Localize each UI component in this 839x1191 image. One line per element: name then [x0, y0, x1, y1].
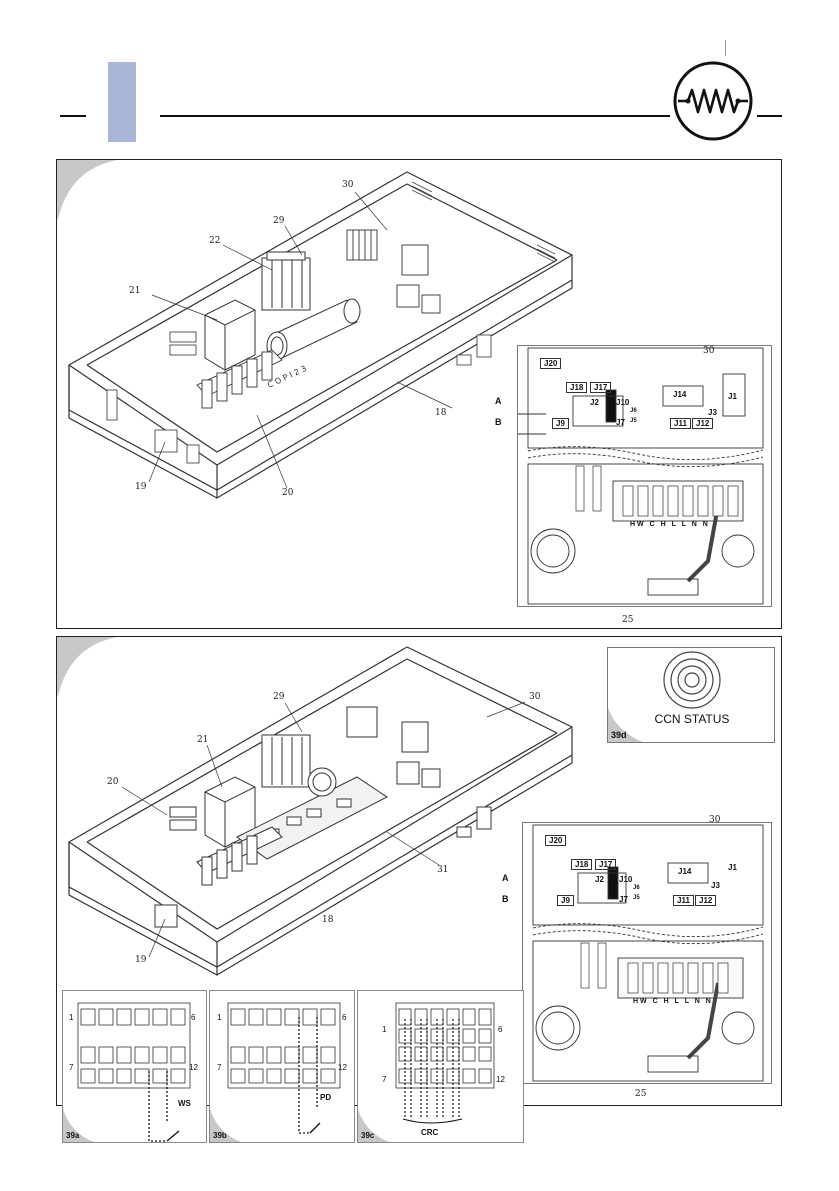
- conn-J9: J9: [557, 895, 574, 906]
- callout-30: 30: [529, 692, 540, 702]
- figure-top-panel: C O P I 2 3 30 29 22 21 18 19 20: [56, 159, 782, 629]
- wiring-inset-bottom: J20 J18 J17 J14 J2 J10 J1 J3 J9 J7 J11 J…: [522, 822, 772, 1084]
- conn-J18: J18: [571, 859, 592, 870]
- detail-tag: 39c: [361, 1131, 374, 1140]
- section-tab: [108, 62, 136, 142]
- wire-label-crc: CRC: [421, 1128, 438, 1137]
- detail-tag: 39a: [66, 1131, 79, 1140]
- conn-J14: J14: [678, 867, 691, 876]
- conn-J11: J11: [670, 418, 691, 429]
- detail-39c: 1 6 7 12 CRC 39c: [357, 990, 524, 1143]
- pin-label-6: 6: [191, 1013, 195, 1022]
- conn-J17: J17: [590, 382, 611, 393]
- inset-callout-30: 30: [703, 346, 714, 356]
- resistor-circle-icon: [672, 60, 754, 142]
- pin-label-7: 7: [69, 1063, 73, 1072]
- terminal-block-drawing: [63, 991, 207, 1143]
- conn-J3: J3: [708, 408, 717, 417]
- pin-label-12: 12: [189, 1063, 198, 1072]
- pin-label-6: 6: [498, 1025, 502, 1034]
- pin-label-12: 12: [496, 1075, 505, 1084]
- header-rule-right: [757, 115, 782, 117]
- conn-J6: J6: [633, 885, 640, 891]
- callout-19: 19: [135, 482, 146, 492]
- conn-J14: J14: [673, 390, 686, 399]
- callout-18: 18: [435, 408, 446, 418]
- conn-J17: J17: [595, 859, 616, 870]
- callout-29: 29: [273, 216, 284, 226]
- conn-J12: J12: [695, 895, 716, 906]
- terminal-block-drawing: [358, 991, 524, 1143]
- callout-25: 25: [635, 1089, 646, 1099]
- pin-label-1: 1: [382, 1025, 386, 1034]
- detail-39b: 1 6 7 12 PD 39b: [209, 990, 355, 1143]
- inset-side-label-B: B: [495, 417, 502, 427]
- pin-label-1: 1: [217, 1013, 221, 1022]
- conn-J11: J11: [673, 895, 694, 906]
- conn-J1: J1: [728, 863, 737, 872]
- conn-J20: J20: [545, 835, 566, 846]
- conn-J10: J10: [616, 398, 629, 407]
- conn-J12: J12: [692, 418, 713, 429]
- conn-J5: J5: [630, 418, 637, 424]
- terminal-block-drawing: [210, 991, 355, 1143]
- header-rule-left: [60, 115, 86, 117]
- conn-J2: J2: [590, 398, 599, 407]
- conn-J20: J20: [540, 358, 561, 369]
- conn-J3: J3: [711, 881, 720, 890]
- conn-J7: J7: [616, 418, 625, 427]
- header-tick: [725, 40, 726, 56]
- callout-21: 21: [197, 735, 208, 745]
- ccn-figure-tag: 39d: [611, 730, 627, 740]
- ccn-status-led-icon: [608, 648, 775, 743]
- pin-label-7: 7: [217, 1063, 221, 1072]
- conn-J18: J18: [566, 382, 587, 393]
- conn-J2: J2: [595, 875, 604, 884]
- inset-side-label-A: A: [502, 873, 509, 883]
- pin-label-7: 7: [382, 1075, 386, 1084]
- callout-20: 20: [107, 777, 118, 787]
- conn-J6: J6: [630, 408, 637, 414]
- terminal-labels: HW C H L L N N: [630, 521, 710, 528]
- pin-label-6: 6: [342, 1013, 346, 1022]
- callout-31: 31: [437, 865, 448, 875]
- page-header: [0, 0, 839, 150]
- conn-J7: J7: [619, 895, 628, 904]
- pin-label-12: 12: [338, 1063, 347, 1072]
- conn-J9: J9: [552, 418, 569, 429]
- callout-22: 22: [209, 236, 220, 246]
- ccn-status-label: CCN STATUS: [608, 712, 775, 726]
- detail-tag: 39b: [213, 1131, 227, 1140]
- callout-29: 29: [273, 692, 284, 702]
- wire-label-pd: PD: [320, 1093, 331, 1102]
- conn-J10: J10: [619, 875, 632, 884]
- detail-39a: 1 6 7 12 WS 39a: [62, 990, 207, 1143]
- conn-J1: J1: [728, 392, 737, 401]
- pin-label-1: 1: [69, 1013, 73, 1022]
- callout-20: 20: [282, 488, 293, 498]
- terminal-labels: HW C H L L N N: [633, 998, 713, 1005]
- wiring-inset-top: 30 J20 J18 J17 J14 J2 J10 J1 J3 J9 J7 J1…: [517, 345, 772, 607]
- callout-25: 25: [622, 615, 633, 625]
- header-rule-main: [160, 115, 670, 117]
- conn-J5: J5: [633, 895, 640, 901]
- callout-19: 19: [135, 955, 146, 965]
- callout-18: 18: [322, 915, 333, 925]
- wire-label-ws: WS: [178, 1099, 191, 1108]
- callout-30-inset: 30: [709, 815, 720, 825]
- inset-side-label-A: A: [495, 396, 502, 406]
- callout-21: 21: [129, 286, 140, 296]
- ccn-status-panel: CCN STATUS 39d: [607, 647, 775, 743]
- inset-side-label-B: B: [502, 894, 509, 904]
- callout-30: 30: [342, 180, 353, 190]
